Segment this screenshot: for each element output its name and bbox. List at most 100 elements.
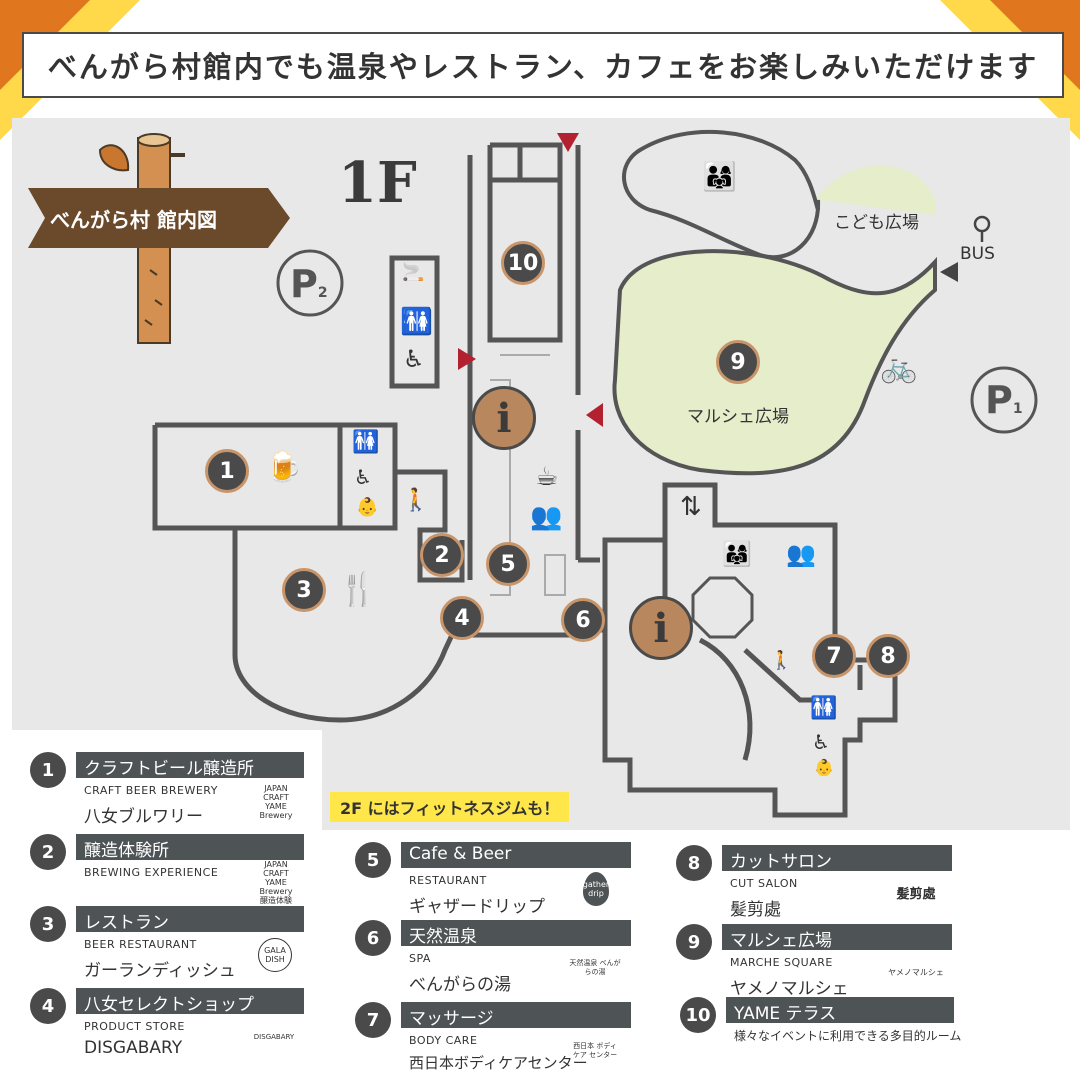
bicycle-icon: 🚲 (880, 350, 918, 385)
legend-number: 2 (30, 834, 66, 870)
map-marker-3[interactable]: 3 (282, 568, 326, 612)
bus-arrow (940, 262, 958, 282)
map-marker-9[interactable]: 9 (716, 340, 760, 384)
legend-subtitle: RESTAURANT (409, 874, 487, 887)
map-marker-2[interactable]: 2 (420, 533, 464, 577)
legend-item-7[interactable]: 7 マッサージ BODY CARE 西日本ボディケアセンター 西日本 ボディケア… (355, 1002, 645, 1072)
legend-subtitle: BEER RESTAURANT (84, 938, 197, 951)
entrance-right (586, 403, 603, 427)
salon-logo: 髪剪處 (896, 886, 936, 902)
elevator-icon: ⇅ (680, 492, 702, 522)
entrance-left (458, 348, 476, 370)
legend-subtitle: MARCHE SQUARE (730, 956, 833, 969)
legend-title: YAME テラス (726, 997, 954, 1024)
legend-number: 7 (355, 1002, 391, 1038)
legend-title: 八女セレクトショップ (76, 988, 304, 1015)
brewery-logo: JAPAN CRAFT YAME Brewery 醸造体験 (259, 859, 293, 905)
map-marker-7[interactable]: 7 (812, 634, 856, 678)
legend-title: クラフトビール醸造所 (76, 752, 304, 779)
legend-subtitle: CUT SALON (730, 877, 798, 890)
legend-subtitle: CRAFT BEER BREWERY (84, 784, 218, 797)
legend-title: マルシェ広場 (722, 924, 952, 951)
legend-number: 4 (30, 988, 66, 1024)
wheelchair-icon: ♿ (403, 345, 425, 373)
restroom-icon: 🚻 (352, 430, 380, 455)
legend-shop-name: 髪剪處 (730, 900, 781, 920)
spa-logo: 天然温泉 べんがらの湯 (569, 959, 621, 976)
legend-shop-name: DISGABARY (84, 1038, 183, 1058)
parking-2-label: P2 (290, 262, 328, 306)
map-marker-5[interactable]: 5 (486, 542, 530, 586)
signpost-graphic (28, 133, 290, 344)
legend-item-2[interactable]: 2 醸造体験所 BREWING EXPERIENCE JAPAN CRAFT Y… (30, 834, 320, 905)
kids-plaza-area (818, 165, 935, 215)
map-marker-1[interactable]: 1 (205, 449, 249, 493)
map-marker-8[interactable]: 8 (866, 634, 910, 678)
legend-subtitle: BREWING EXPERIENCE (84, 866, 219, 879)
legend-item-6[interactable]: 6 天然温泉 SPA べんがらの湯 天然温泉 べんがらの湯 (355, 920, 645, 995)
smoking-area-icon: 🚬 (402, 262, 425, 283)
legend-item-4[interactable]: 4 八女セレクトショップ PRODUCT STORE DISGABARY DIS… (30, 988, 320, 1058)
legend-shop-name: 西日本ボディケアセンター (409, 1054, 588, 1072)
legend-description: 様々なイベントに利用できる多目的ルーム (734, 1029, 962, 1043)
brewery-logo: JAPAN CRAFT YAME Brewery (259, 784, 293, 820)
legend-title: カットサロン (722, 845, 952, 872)
stairs-icon: 🚶 (770, 650, 793, 671)
legend-title: マッサージ (401, 1002, 631, 1029)
map-marker-4[interactable]: 4 (440, 596, 484, 640)
floor-label: 1F (338, 150, 417, 216)
legend-subtitle: BODY CARE (409, 1034, 478, 1047)
info-point[interactable]: i (472, 386, 536, 450)
marche-plaza-label: マルシェ広場 (687, 407, 789, 427)
wheelchair-icon: ♿ (354, 465, 372, 489)
wheelchair-icon: ♿ (812, 730, 830, 754)
fork-knife-icon: 🍴 (338, 570, 378, 608)
kids-blob-outline (622, 129, 821, 260)
gym-note: 2F にはフィットネスジムも！ (330, 792, 570, 822)
svg-text:🚻: 🚻 (400, 306, 432, 337)
map-title-sign: べんがら村 館内図 (50, 208, 217, 232)
kids-plaza-label: こども広場 (834, 213, 919, 233)
cafe-logo: gather drip (583, 872, 609, 906)
legend-item-10[interactable]: 10 YAME テラス 様々なイベントに利用できる多目的ルーム (680, 997, 970, 1057)
legend-shop-name: ガーランディッシュ (84, 961, 236, 981)
legend-shop-name: 八女ブルワリー (84, 807, 203, 827)
legend-number: 1 (30, 752, 66, 788)
legend-shop-name: ギャザードリップ (409, 897, 545, 917)
map-marker-6[interactable]: 6 (561, 598, 605, 642)
legend-item-5[interactable]: 5 Cafe & Beer RESTAURANT ギャザードリップ gather… (355, 842, 645, 917)
legend-title: レストラン (76, 906, 304, 933)
legend-subtitle: PRODUCT STORE (84, 1020, 185, 1033)
header-banner: べんがら村館内でも温泉やレストラン、カフェをお楽しみいただけます (22, 32, 1064, 98)
bus-label: BUS (960, 244, 995, 264)
legend-number: 5 (355, 842, 391, 878)
legend-item-1[interactable]: 1 クラフトビール醸造所 CRAFT BEER BREWERY 八女ブルワリー … (30, 752, 320, 827)
legend-title: 天然温泉 (401, 920, 631, 947)
parking-2-ring (276, 249, 344, 317)
legend-subtitle: SPA (409, 952, 431, 965)
map-marker-10[interactable]: 10 (501, 241, 545, 285)
coffee-cup-icon: ☕ (535, 462, 559, 492)
baby-care-icon: 👶 (814, 758, 834, 777)
legend-number: 3 (30, 906, 66, 942)
lounge-seating-icon: 👥 (530, 502, 563, 532)
legend-item-8[interactable]: 8 カットサロン CUT SALON 髪剪處 髪剪處 (676, 845, 966, 920)
legend-title: Cafe & Beer (401, 842, 631, 868)
baby-care-icon: 👶 (356, 497, 379, 518)
octagon-structure (691, 576, 754, 639)
legend-shop-name: べんがらの湯 (409, 975, 511, 995)
parking-1-ring (970, 366, 1038, 434)
legend-item-9[interactable]: 9 マルシェ広場 MARCHE SQUARE ヤメノマルシェ ヤメノマルシェ (676, 924, 966, 999)
restroom-icon: 🚻 (403, 308, 433, 336)
legend-title: 醸造体験所 (76, 834, 304, 861)
info-point[interactable]: i (629, 596, 693, 660)
children-icon: 👨‍👩‍👧 (722, 540, 752, 568)
restaurant-logo: GALA DISH (258, 938, 292, 972)
legend-item-3[interactable]: 3 レストラン BEER RESTAURANT ガーランディッシュ GALA D… (30, 906, 320, 981)
marche-logo: ヤメノマルシェ (888, 967, 944, 977)
legend-number: 8 (676, 845, 712, 881)
legend-number: 6 (355, 920, 391, 956)
bodycare-logo: 西日本 ボディケア センター (572, 1042, 618, 1059)
children-icon: 👨‍👩‍👧 (702, 160, 737, 193)
